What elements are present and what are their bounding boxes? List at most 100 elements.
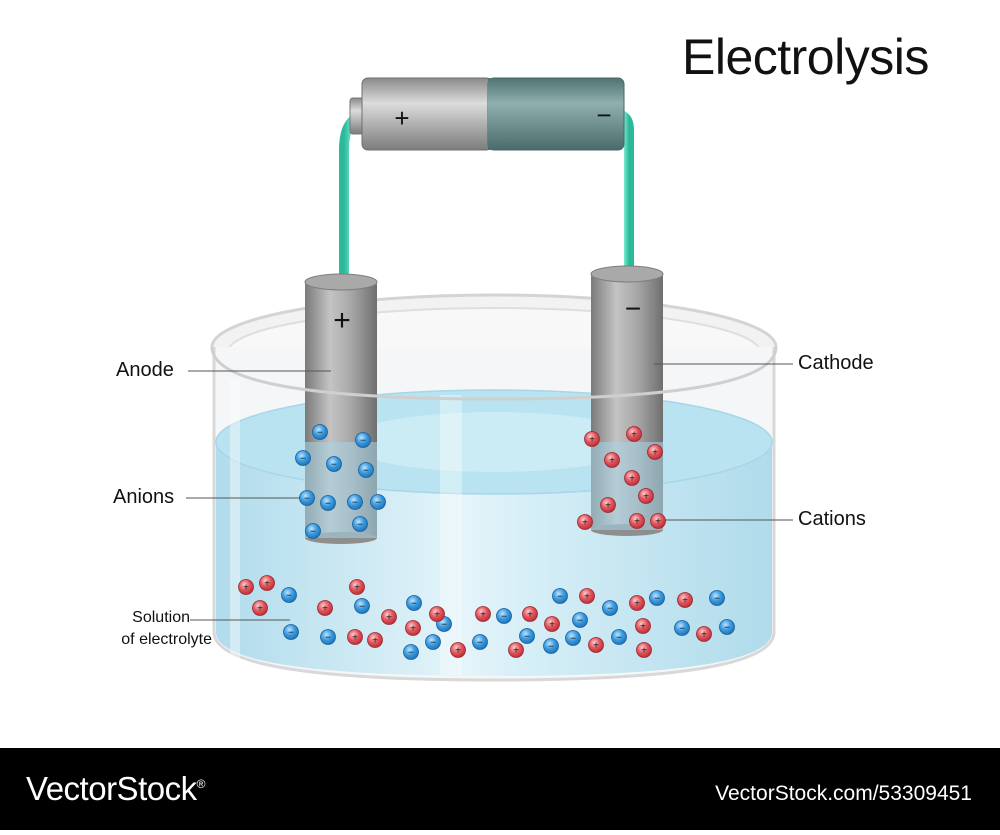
cation-particle: + (450, 642, 466, 658)
ion-charge-symbol: − (577, 616, 583, 627)
registered-mark: ® (196, 777, 206, 791)
label-cations: Cations (798, 508, 866, 530)
ion-charge-symbol: − (724, 623, 730, 634)
anion-particle: − (472, 634, 488, 650)
ion-charge-symbol: + (629, 474, 635, 485)
ion-charge-symbol: + (386, 613, 392, 624)
ion-charge-symbol: − (441, 620, 447, 631)
ion-charge-symbol: − (352, 498, 358, 509)
cathode-electrode (590, 265, 664, 536)
anion-particle: − (326, 456, 342, 472)
ion-charge-symbol: + (641, 646, 647, 657)
anion-particle: − (281, 587, 297, 603)
ion-charge-symbol: − (331, 460, 337, 471)
cation-particle: + (367, 632, 383, 648)
anion-particle: − (354, 598, 370, 614)
ion-charge-symbol: − (524, 632, 530, 643)
cation-particle: + (696, 626, 712, 642)
anion-particle: − (709, 590, 725, 606)
cation-particle: + (577, 514, 593, 530)
label-solution: Solution of electrolyte (90, 607, 212, 651)
ion-charge-symbol: + (589, 435, 595, 446)
cation-particle: + (588, 637, 604, 653)
anion-particle: − (370, 494, 386, 510)
ion-charge-symbol: − (363, 466, 369, 477)
ion-charge-symbol: − (288, 628, 294, 639)
stock-id: VectorStock.com/53309451 (715, 782, 972, 805)
ion-charge-symbol: + (655, 517, 661, 528)
anion-particle: − (320, 629, 336, 645)
cation-particle: + (381, 609, 397, 625)
cation-particle: + (252, 600, 268, 616)
anion-particle: − (611, 629, 627, 645)
ion-charge-symbol: + (455, 646, 461, 657)
anion-particle: − (358, 462, 374, 478)
ion-charge-symbol: + (322, 604, 328, 615)
anion-particle: − (602, 600, 618, 616)
anion-particle: − (305, 523, 321, 539)
ion-charge-symbol: − (325, 633, 331, 644)
ion-charge-symbol: + (434, 610, 440, 621)
footer-bar: VectorStock® VectorStock.com/53309451 (0, 748, 1000, 830)
ion-charge-symbol: + (410, 624, 416, 635)
ion-charge-symbol: + (652, 448, 658, 459)
label-solution-line2: of electrolyte (121, 631, 212, 648)
anion-particle: − (425, 634, 441, 650)
anion-particle: − (565, 630, 581, 646)
battery (349, 77, 625, 151)
ion-charge-symbol: + (513, 646, 519, 657)
ion-charge-symbol: + (584, 592, 590, 603)
ion-charge-symbol: − (411, 599, 417, 610)
cation-particle: + (635, 618, 651, 634)
ion-charge-symbol: − (375, 498, 381, 509)
ion-charge-symbol: + (354, 583, 360, 594)
label-anions: Anions (113, 486, 175, 508)
ion-charge-symbol: + (609, 456, 615, 467)
ion-charge-symbol: − (616, 633, 622, 644)
anion-particle: − (355, 432, 371, 448)
cation-particle: + (405, 620, 421, 636)
ion-charge-symbol: + (634, 599, 640, 610)
ion-charge-symbol: − (501, 612, 507, 623)
anion-particle: − (347, 494, 363, 510)
ion-charge-symbol: + (582, 518, 588, 529)
ion-charge-symbol: − (408, 648, 414, 659)
anion-particle: − (496, 608, 512, 624)
anion-particle: − (295, 450, 311, 466)
cation-particle: + (584, 431, 600, 447)
anion-particle: − (320, 495, 336, 511)
page-title: Electrolysis (682, 29, 929, 85)
anion-particle: − (312, 424, 328, 440)
ion-charge-symbol: − (607, 604, 613, 615)
ion-charge-symbol: − (654, 594, 660, 605)
ion-charge-symbol: + (643, 492, 649, 503)
anion-particle: − (519, 628, 535, 644)
brand-logo: VectorStock® (26, 770, 205, 808)
ion-charge-symbol: − (357, 520, 363, 531)
cation-particle: + (544, 616, 560, 632)
cation-particle: + (626, 426, 642, 442)
ion-charge-symbol: + (593, 641, 599, 652)
ion-charge-symbol: − (300, 454, 306, 465)
ion-charge-symbol: − (310, 527, 316, 538)
ion-charge-symbol: + (527, 610, 533, 621)
ion-charge-symbol: − (304, 494, 310, 505)
cation-particle: + (638, 488, 654, 504)
ion-charge-symbol: − (679, 624, 685, 635)
brand-name: VectorStock (26, 770, 197, 807)
cation-particle: + (629, 513, 645, 529)
ion-charge-symbol: + (264, 579, 270, 590)
anion-particle: − (283, 624, 299, 640)
ion-charge-symbol: + (631, 430, 637, 441)
ion-charge-symbol: + (701, 630, 707, 641)
ion-charge-symbol: − (477, 638, 483, 649)
battery-negative-sign: − (596, 100, 611, 130)
ion-charge-symbol: − (557, 592, 563, 603)
anion-particle: − (543, 638, 559, 654)
ion-charge-symbol: + (549, 620, 555, 631)
ion-charge-symbol: + (243, 583, 249, 594)
cation-particle: + (604, 452, 620, 468)
label-cathode: Cathode (798, 352, 874, 374)
